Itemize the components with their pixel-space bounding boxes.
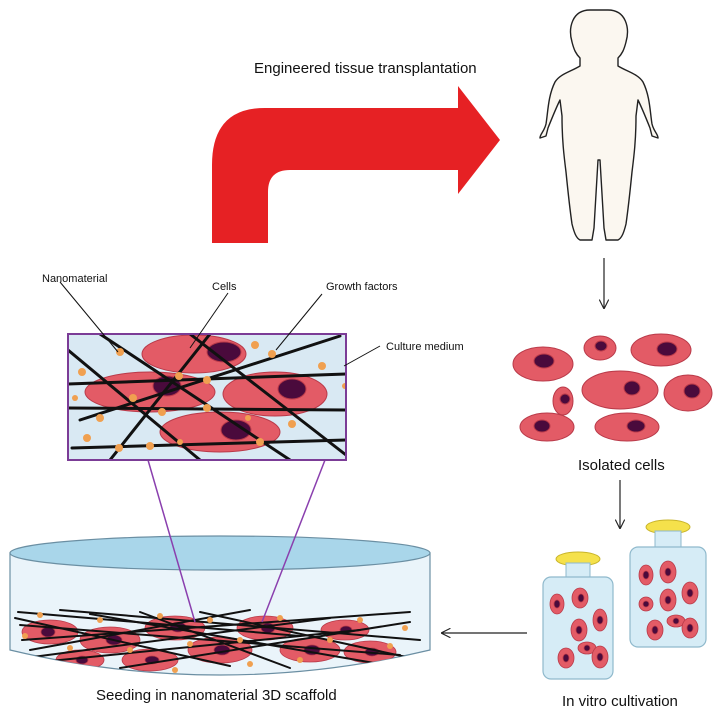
nucleus <box>623 380 641 396</box>
human-silhouette-icon <box>539 9 659 241</box>
isolated-cells <box>512 333 713 442</box>
zoom-line-left <box>147 459 196 623</box>
cell <box>581 370 659 410</box>
isolated-cells-label: Isolated cells <box>578 457 665 474</box>
culture-medium-callout <box>343 345 381 367</box>
nucleus <box>594 340 608 352</box>
nucleus <box>533 353 555 369</box>
nanomaterial-callout <box>59 281 119 353</box>
nucleus <box>656 341 678 357</box>
cells-label: Cells <box>212 281 237 293</box>
nucleus <box>559 393 571 405</box>
nucleus <box>626 419 646 433</box>
cells-callout <box>189 292 229 349</box>
nucleus <box>533 419 551 433</box>
magnified-scaffold-box <box>67 333 347 461</box>
petri-dish-icon <box>9 535 431 676</box>
in-vitro-label: In vitro cultivation <box>562 693 678 710</box>
zoom-line-right <box>261 459 326 623</box>
transplant-label: Engineered tissue transplantation <box>254 60 477 77</box>
nucleus <box>683 383 701 399</box>
growth-factors-label: Growth factors <box>326 281 398 293</box>
nanomaterial-label: Nanomaterial <box>42 273 107 285</box>
growth-factors-callout <box>275 293 323 351</box>
culture-flask-icon <box>542 519 707 680</box>
transplant-arrow <box>212 86 500 243</box>
culture-medium-label: Culture medium <box>386 341 464 353</box>
seeding-label: Seeding in nanomaterial 3D scaffold <box>96 687 337 704</box>
